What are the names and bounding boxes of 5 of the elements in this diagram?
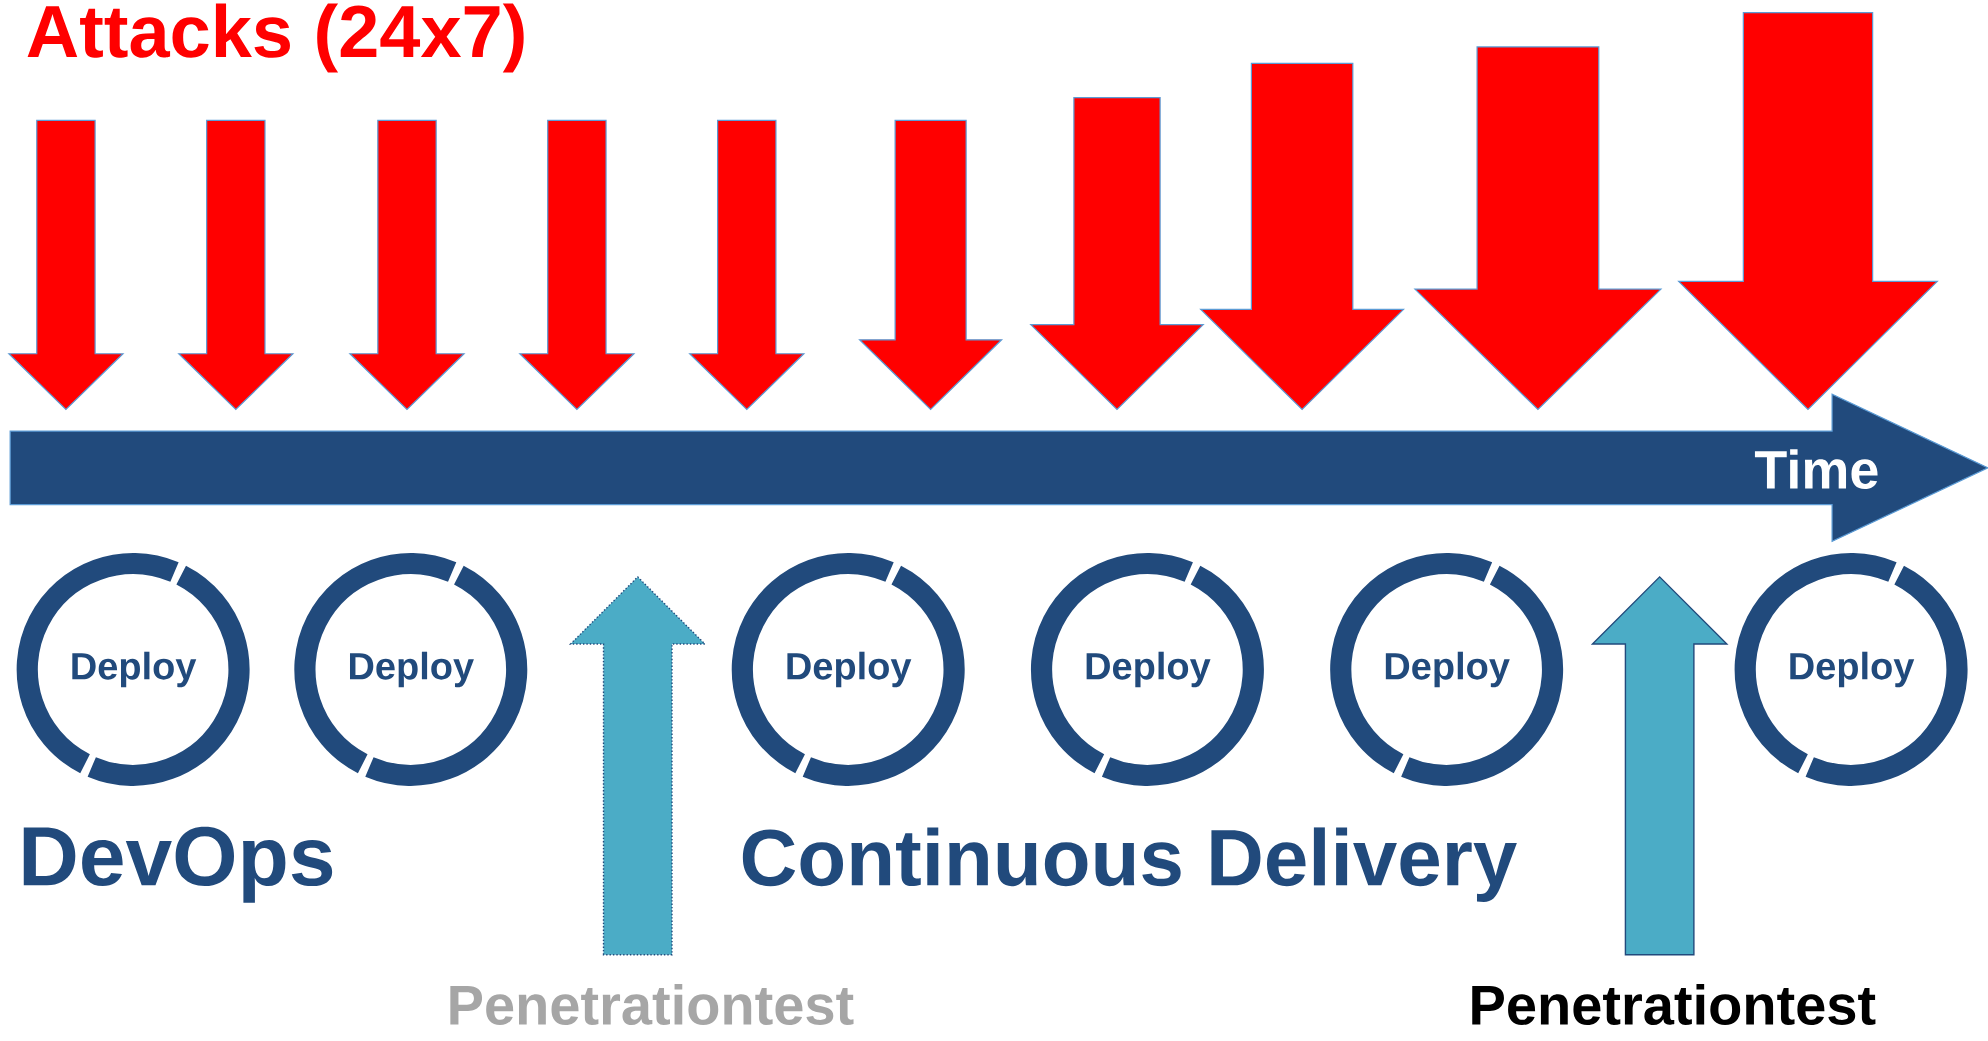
title: Attacks (24x7) xyxy=(27,3,524,73)
heading: DevOps xyxy=(23,826,333,903)
node-label: Penetrationtest xyxy=(450,983,854,1026)
node-label: Penetrationtest xyxy=(1472,983,1876,1026)
heading: Continuous Delivery xyxy=(742,827,1517,902)
